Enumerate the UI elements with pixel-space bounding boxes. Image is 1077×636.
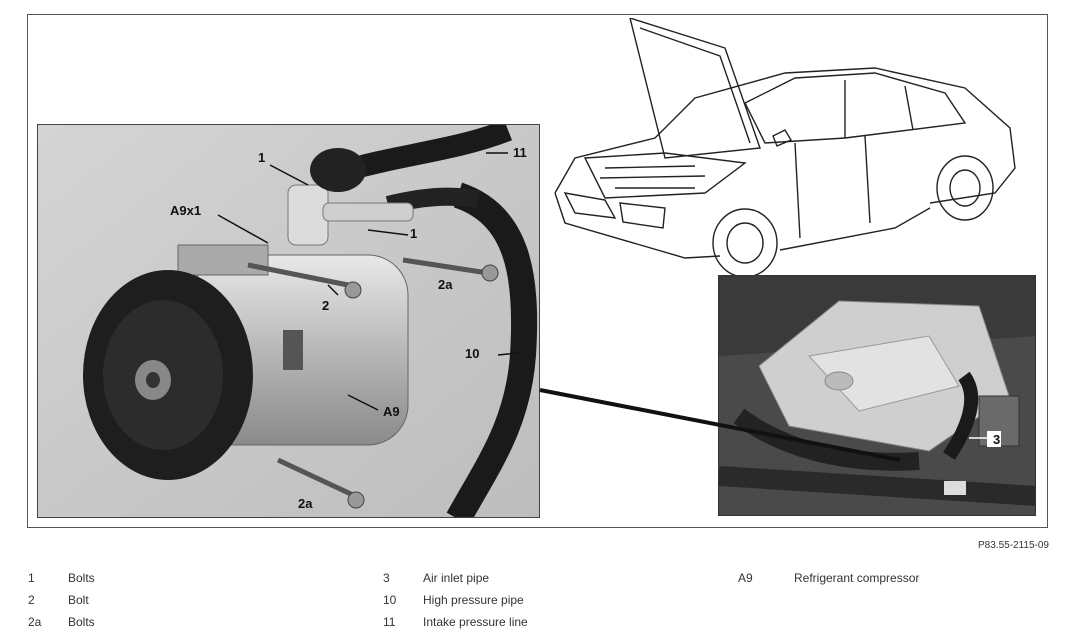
legend-label: Bolt xyxy=(68,593,89,607)
legend-item: 1 Bolts xyxy=(28,567,95,589)
legend-item: 3 Air inlet pipe xyxy=(383,567,528,589)
legend-label: High pressure pipe xyxy=(423,593,524,607)
callout-a9: A9 xyxy=(383,404,400,419)
callout-2: 2 xyxy=(322,298,330,313)
legend-item: A9 Refrigerant compressor xyxy=(738,567,919,589)
callout-1-right: 1 xyxy=(410,226,418,241)
compressor-photo xyxy=(37,124,540,518)
callout-a9x1: A9x1 xyxy=(170,203,202,218)
legend-num: 11 xyxy=(383,615,396,629)
legend-label: Bolts xyxy=(68,615,95,629)
legend-label: Intake pressure line xyxy=(423,615,528,629)
callout-2a-upper: 2a xyxy=(438,277,453,292)
callout-3: 3 xyxy=(993,432,1001,447)
legend-item: 2 Bolt xyxy=(28,589,95,611)
legend-num: 2 xyxy=(28,593,35,607)
legend-label: Air inlet pipe xyxy=(423,571,490,585)
legend-num: 1 xyxy=(28,571,35,585)
legend-column-3: A9 Refrigerant compressor xyxy=(738,567,919,589)
legend-column-2: 3 Air inlet pipe 10 High pressure pipe 11 I… xyxy=(383,567,528,633)
legend-num: 10 xyxy=(383,593,397,607)
vehicle-illustration xyxy=(545,16,1025,278)
legend-label: Refrigerant compressor xyxy=(794,571,920,585)
figure-reference: P83.55-2115-09 xyxy=(978,540,1049,551)
legend-item: 2a Bolts xyxy=(28,611,95,633)
callout-11: 11 xyxy=(513,145,527,160)
legend-item: 11 Intake pressure line xyxy=(383,611,528,633)
engine-bay-photo xyxy=(718,275,1036,516)
callout-10: 10 xyxy=(465,346,480,361)
legend-num: A9 xyxy=(738,571,753,585)
callout-2a-lower: 2a xyxy=(298,496,313,511)
legend-item: 10 High pressure pipe xyxy=(383,589,528,611)
callout-1-top: 1 xyxy=(258,150,266,165)
legend-num: 3 xyxy=(383,571,390,585)
legend-num: 2a xyxy=(28,615,42,629)
legend-label: Bolts xyxy=(68,571,95,585)
